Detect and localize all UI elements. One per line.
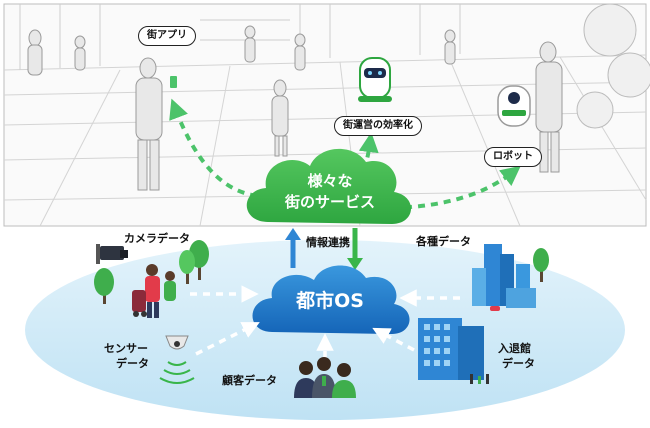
os-cloud [252,265,410,334]
sensor-data-label-line1: センサー [104,342,148,355]
park-trees [94,240,209,304]
camera-data-label: カメラデータ [124,232,190,245]
customer-data-label: 顧客データ [222,374,277,387]
street-trees [576,3,650,129]
os-cloud-label: 都市OS [296,290,364,312]
pedestrians [27,25,563,191]
callout-operation-efficiency: 街運営の効率化 [334,116,422,136]
services-cloud-line2: 街のサービス [284,193,375,211]
callout-robot: ロボット [484,147,542,167]
family-icon [132,264,176,318]
callout-city-app: 街アプリ [138,26,196,46]
guide-robot-icon [497,85,531,127]
security-camera-icon [96,244,128,264]
city-buildings-icon [472,244,549,311]
services-cloud [246,148,412,224]
delivery-robot-icon [358,57,392,102]
services-cloud-line1: 様々な [307,172,353,190]
link-label: 情報連携 [306,236,350,249]
dome-sensor-icon [159,335,195,384]
sensor-data-label-line2: データ [116,357,149,370]
entry-data-label-line2: データ [502,357,535,370]
data-arrows [190,285,460,358]
link-arrows [285,228,363,270]
entry-data-label-line1: 入退館 [498,342,531,355]
various-data-label: 各種データ [416,235,471,248]
people-group-icon [294,357,356,398]
office-building-icon [418,318,489,384]
smartphone-icon [170,76,177,88]
